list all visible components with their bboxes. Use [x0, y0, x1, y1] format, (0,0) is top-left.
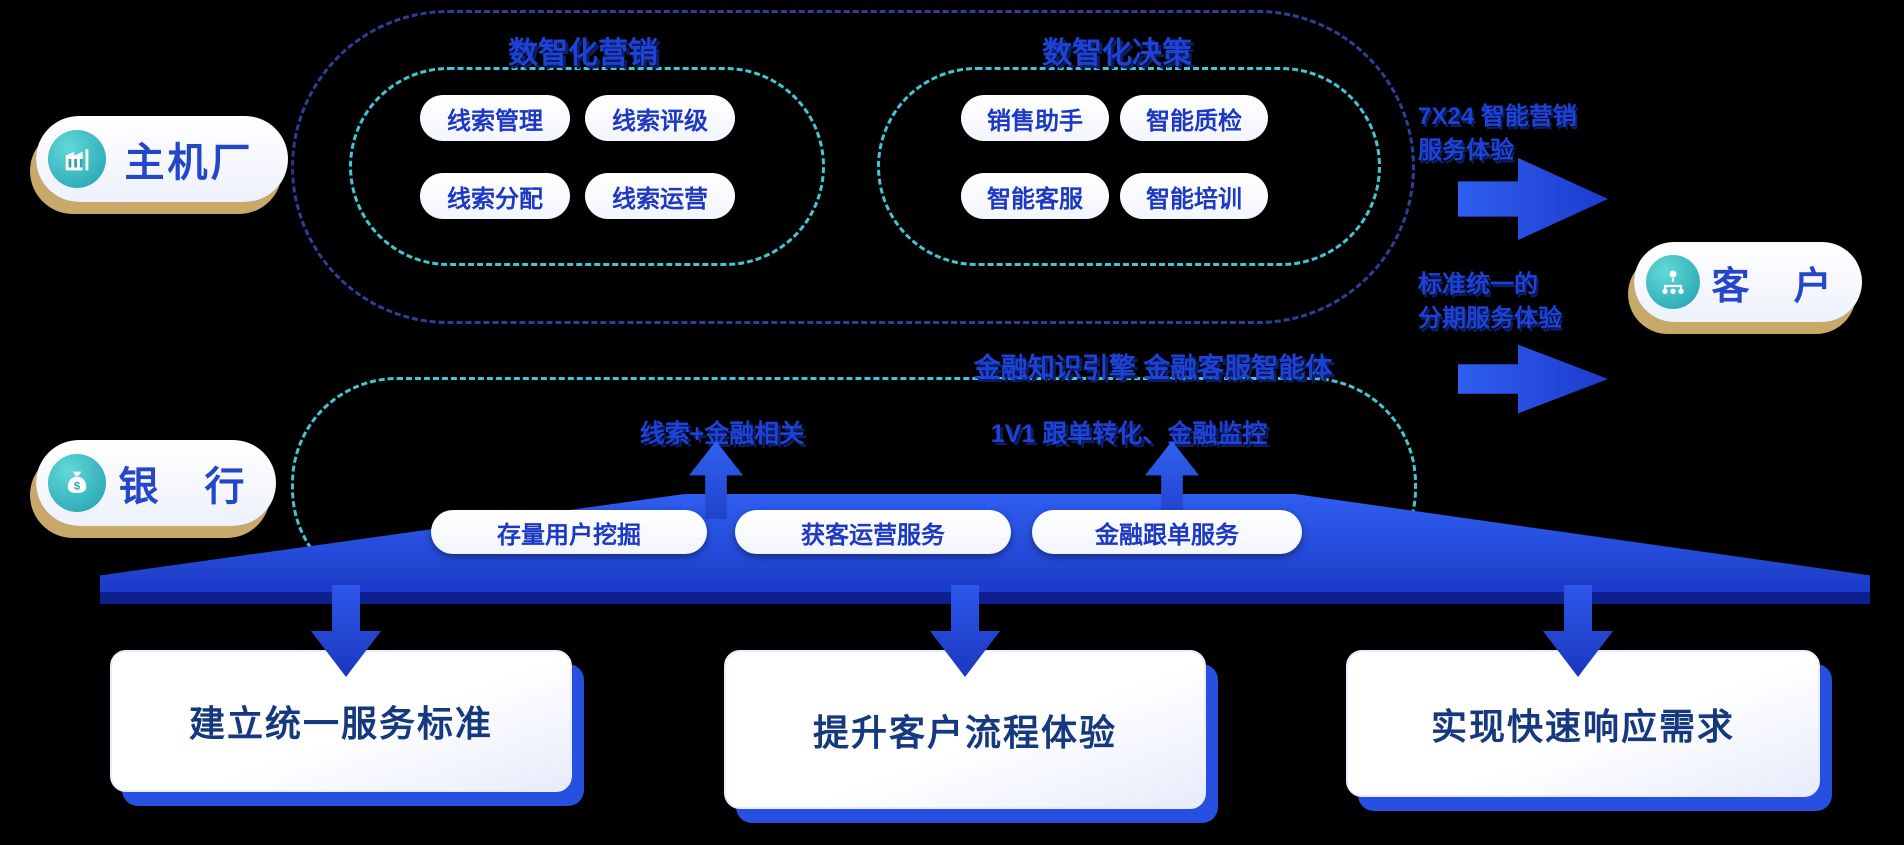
service-pill-2: 获客运营服务 — [735, 510, 1011, 554]
finance-engine-caption: 金融知识引擎 金融客服智能体 — [973, 353, 1333, 383]
factory-icon — [48, 130, 106, 188]
entity-customer-label: 客 户 — [1711, 265, 1835, 308]
marketing-item-2: 线索评级 — [585, 95, 735, 141]
entity-oem: 主机厂 — [36, 116, 288, 202]
flow-caption-top: 7X24 智能营销 服务体验 — [1418, 100, 1668, 167]
decision-item-3: 智能客服 — [961, 173, 1109, 219]
leads-finance-note: 线索+金融相关 — [639, 420, 805, 448]
decision-title: 数智化决策 — [1042, 37, 1192, 70]
goal-card-2: 提升客户流程体验 — [724, 650, 1206, 809]
service-pill-3: 金融跟单服务 — [1032, 510, 1302, 554]
flow-caption-bottom: 标准统一的 分期服务体验 — [1418, 268, 1668, 335]
goal-card-3: 实现快速响应需求 — [1346, 650, 1820, 797]
flow-caption-bottom-line1: 标准统一的 — [1418, 271, 1538, 298]
marketing-item-4: 线索运营 — [585, 173, 735, 219]
entity-customer: 客 户 — [1634, 242, 1862, 322]
marketing-dashed-frame — [349, 67, 825, 266]
service-pill-1: 存量用户挖掘 — [431, 510, 707, 554]
marketing-item-3: 线索分配 — [420, 173, 570, 219]
decision-item-2: 智能质检 — [1120, 95, 1268, 141]
decision-item-1: 销售助手 — [961, 95, 1109, 141]
flow-caption-top-line1: 7X24 智能营销 — [1418, 103, 1577, 130]
conversion-monitor-note: 1V1 跟单转化、金融监控 — [990, 420, 1268, 448]
flow-caption-bottom-line2: 分期服务体验 — [1418, 304, 1562, 332]
decision-item-4: 智能培训 — [1120, 173, 1268, 219]
oem-dashed-frame — [291, 10, 1415, 324]
platform-stripe — [100, 592, 1870, 604]
right-arrow-icon — [1458, 344, 1608, 414]
svg-text:$: $ — [74, 480, 81, 492]
entity-bank: $ 银 行 — [36, 440, 276, 526]
marketing-item-1: 线索管理 — [420, 95, 570, 141]
platform-stripe — [100, 582, 1870, 592]
goal-card-1: 建立统一服务标准 — [110, 650, 572, 792]
entity-bank-label: 银 行 — [118, 465, 248, 509]
flow-caption-top-line2: 服务体验 — [1418, 136, 1514, 164]
entity-oem-label: 主机厂 — [124, 141, 254, 185]
customers-org-icon — [1646, 255, 1700, 309]
decision-dashed-frame — [877, 67, 1381, 266]
moneybag-icon: $ — [48, 454, 106, 512]
marketing-title: 数智化营销 — [508, 37, 658, 70]
